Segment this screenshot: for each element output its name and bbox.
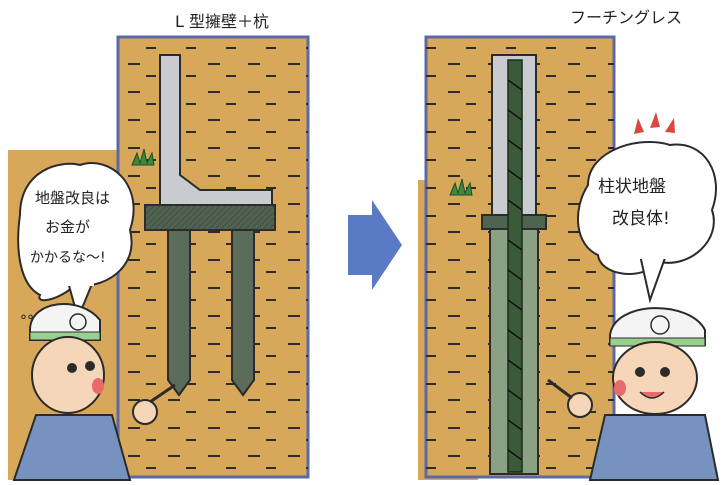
right-worker [547,307,720,481]
column-core [507,59,523,473]
svg-text:°°: °° [20,313,34,329]
right-grass [449,178,473,196]
worker-face [31,336,105,414]
left-grass [131,148,155,166]
transition-arrow [348,200,402,290]
left-panel-title: L 型擁壁＋杭 [175,12,270,31]
worker-uniform [12,414,132,481]
right-speech-line-2: 改良体! [612,209,670,229]
left-speech-line-1: 地盤改良は [35,189,110,207]
right-speech-line-1: 柱状地盤 [598,177,666,197]
pointing-hand [567,392,593,418]
pointing-hand [132,399,158,425]
worker-face [612,341,698,415]
right-panel: 柱状地盤 改良体! [418,35,720,481]
worker-uniform [588,414,720,481]
left-speech-line-3: かかるな〜! [30,250,106,266]
left-speech-line-2: お金が [45,218,90,236]
helmet-icon [29,303,101,341]
left-worker: °° [12,303,176,481]
right-panel-title: フーチングレス [570,8,683,27]
left-panel: 地盤改良は お金が かかるな〜! °° [8,35,338,481]
pile-left [167,229,191,397]
pile-right [231,229,255,397]
right-speech-bubble [576,140,717,275]
left-speech-bubble [17,162,135,302]
